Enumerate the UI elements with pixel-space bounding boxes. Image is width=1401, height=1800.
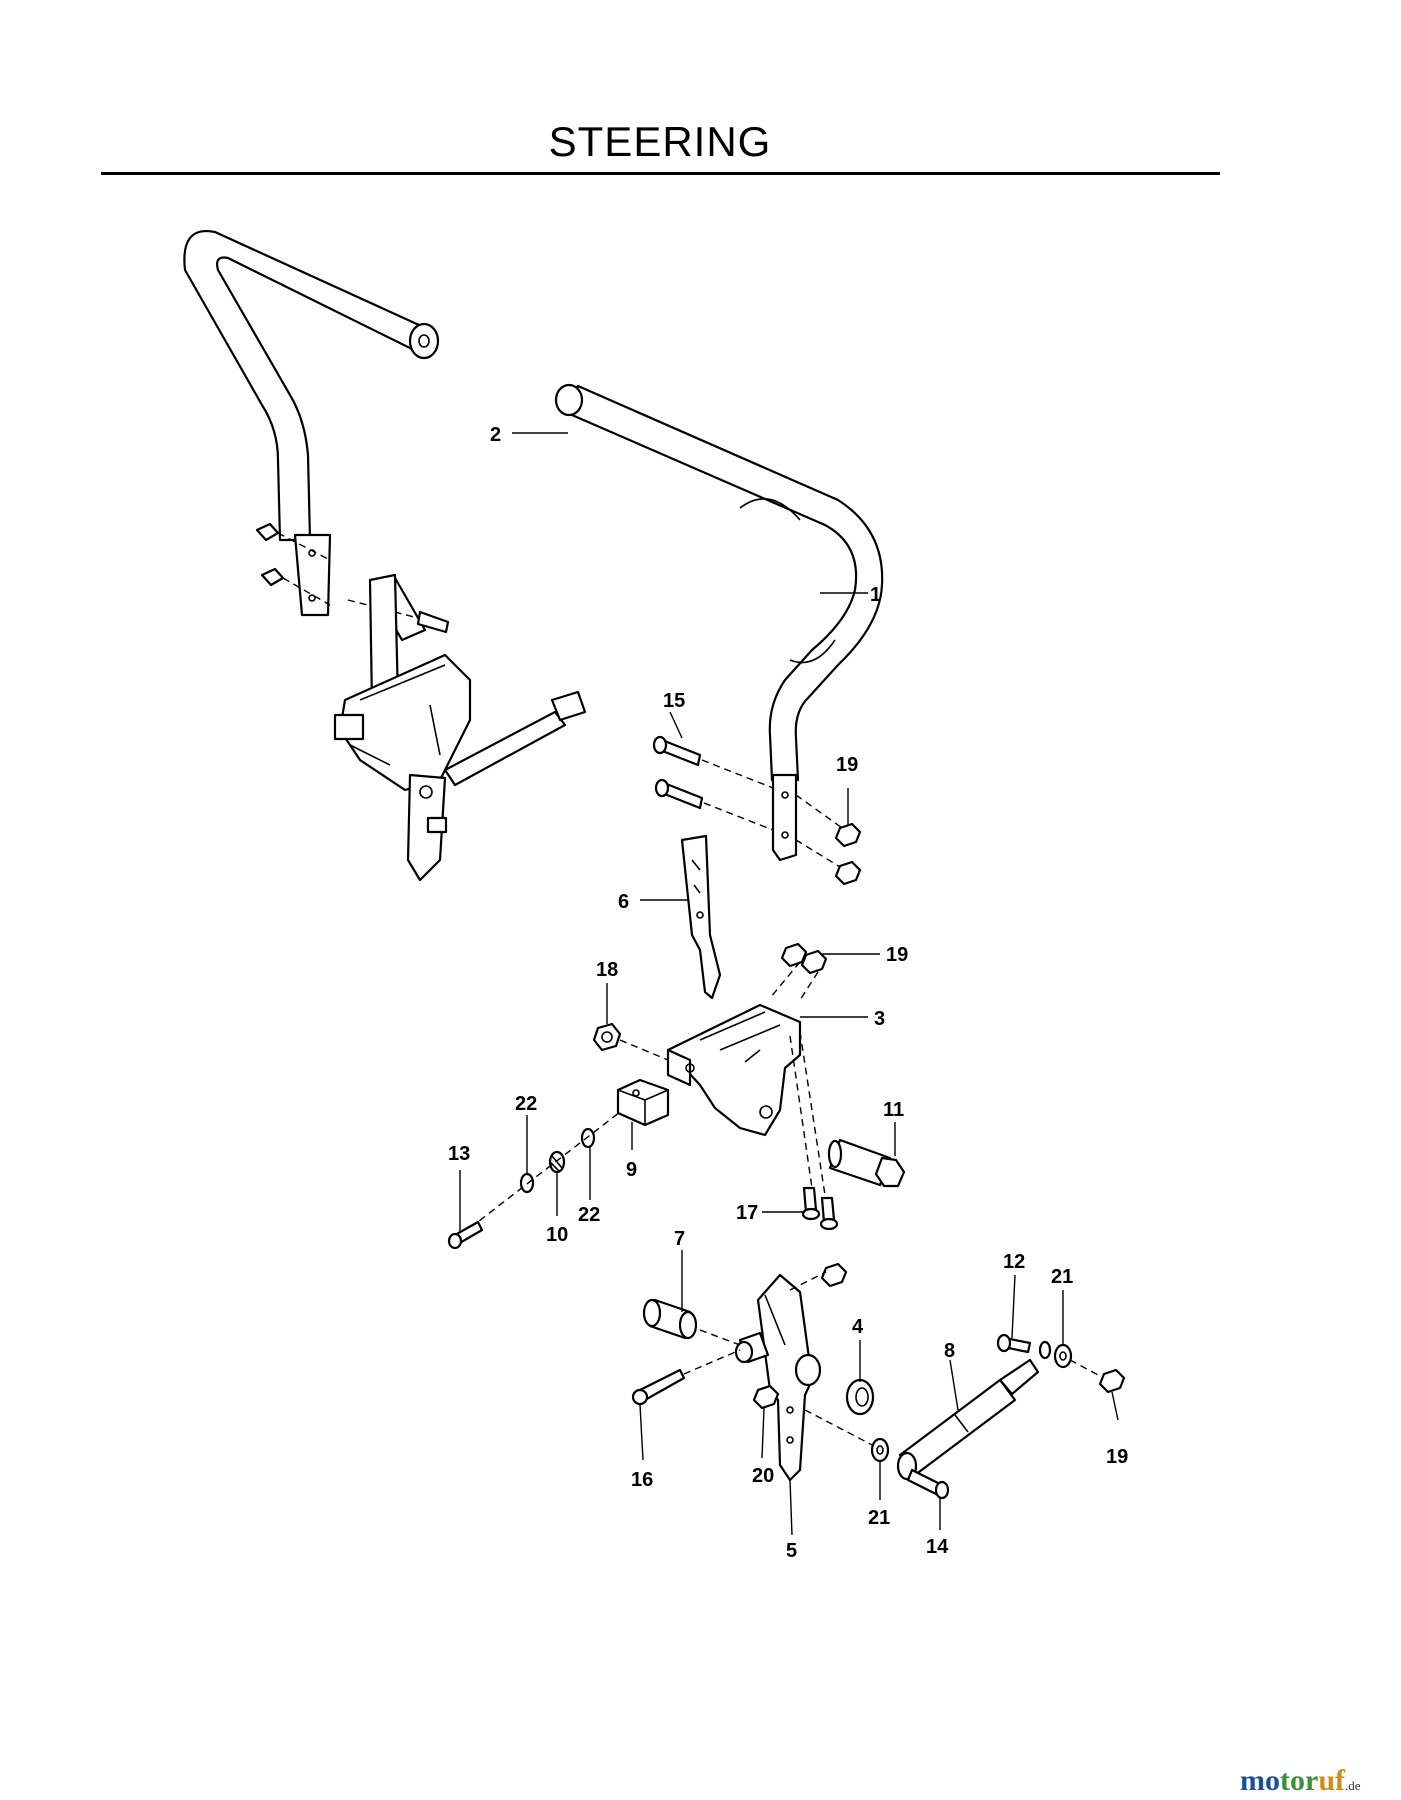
washer-21 <box>870 1343 1073 1463</box>
callout-19-upper: 19 <box>886 944 908 966</box>
callout-7: 7 <box>674 1228 685 1250</box>
washer-22 <box>519 1127 596 1194</box>
callout-21-lower: 21 <box>868 1507 890 1529</box>
callout-10: 10 <box>546 1224 568 1246</box>
bracket-3 <box>666 1003 802 1137</box>
callout-6: 6 <box>618 891 629 913</box>
block-9 <box>616 1078 670 1127</box>
callout-14: 14 <box>926 1536 949 1558</box>
bolt-13 <box>447 1111 621 1250</box>
nut-20-upper <box>834 822 862 886</box>
steering-arm-right <box>554 383 884 862</box>
callout-12: 12 <box>1003 1251 1025 1273</box>
callout-labels: 2 1 15 19 6 19 18 3 11 22 13 9 22 10 17 … <box>448 424 1128 1562</box>
nut-18 <box>592 1022 669 1061</box>
spring-10 <box>548 1150 566 1174</box>
callout-11: 11 <box>883 1099 904 1121</box>
callout-8: 8 <box>944 1340 955 1362</box>
title-rule <box>101 172 1220 175</box>
nut-19-lower <box>1069 1359 1126 1394</box>
callout-13: 13 <box>448 1143 470 1165</box>
damper-8 <box>896 1358 1040 1481</box>
nut-19-upper <box>769 942 828 1001</box>
callout-5: 5 <box>786 1540 797 1562</box>
callout-17: 17 <box>736 1202 758 1224</box>
callout-21-upper: 21 <box>1051 1266 1073 1288</box>
callout-20-lower: 20 <box>752 1465 774 1487</box>
callout-3: 3 <box>874 1008 885 1030</box>
callout-20-upper: 19 <box>836 754 858 776</box>
callout-22-upper: 22 <box>515 1093 537 1115</box>
assembled-steering-arm <box>183 229 587 882</box>
pivot-arm-5 <box>699 1262 879 1482</box>
bolt-17 <box>789 1031 839 1231</box>
bolt-14 <box>906 1468 950 1500</box>
lever-plate-6 <box>680 834 722 1000</box>
callout-19-lower: 19 <box>1106 1446 1128 1468</box>
callout-2: 2 <box>490 424 501 446</box>
pin-11 <box>827 1138 906 1188</box>
callout-9: 9 <box>626 1159 637 1181</box>
bolt-15 <box>652 735 846 871</box>
site-watermark: motoruf.de <box>1240 1764 1361 1797</box>
callout-18: 18 <box>596 959 618 981</box>
bolt-12 <box>996 1333 1052 1360</box>
callout-1: 1 <box>870 584 881 606</box>
nut-20-lower <box>752 1384 780 1410</box>
callout-15: 15 <box>663 690 685 712</box>
callout-4: 4 <box>852 1316 864 1338</box>
bushing-4 <box>845 1378 875 1416</box>
callout-16: 16 <box>631 1469 653 1491</box>
callout-22-lower: 22 <box>578 1204 600 1226</box>
leader-lines <box>459 432 1119 1536</box>
bolt-16 <box>631 1349 741 1406</box>
page-title: STEERING <box>548 118 772 165</box>
bushing-7 <box>642 1298 698 1340</box>
